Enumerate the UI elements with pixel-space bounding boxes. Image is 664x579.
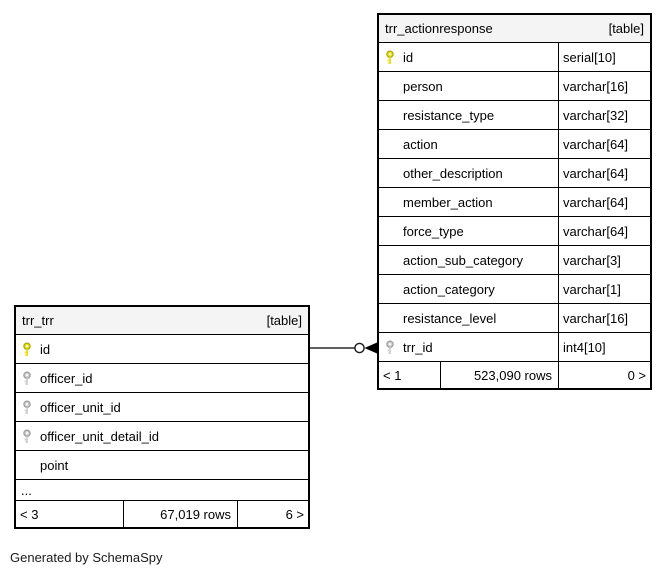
column-row-member-action: member_action varchar[64] bbox=[379, 188, 650, 217]
column-name: resistance_level bbox=[403, 310, 497, 326]
column-type: varchar[16] bbox=[558, 304, 650, 332]
column-row-trr-id: trr_id int4[10] bbox=[379, 333, 650, 362]
column-type: varchar[32] bbox=[558, 101, 650, 129]
table-name: trr_actionresponse bbox=[385, 21, 493, 36]
column-name: action bbox=[403, 136, 438, 152]
column-type: varchar[64] bbox=[558, 130, 650, 158]
column-row-officer-unit-id: officer_unit_id bbox=[16, 393, 308, 422]
column-name: action_category bbox=[403, 281, 495, 297]
table-header[interactable]: trr_trr [table] bbox=[16, 307, 308, 335]
column-row-action: action varchar[64] bbox=[379, 130, 650, 159]
column-type: varchar[64] bbox=[558, 188, 650, 216]
column-name: other_description bbox=[403, 165, 503, 181]
column-name: action_sub_category bbox=[403, 252, 523, 268]
column-row-action-category: action_category varchar[1] bbox=[379, 275, 650, 304]
ellipsis-label: ... bbox=[21, 482, 32, 498]
table-footer: < 3 67,019 rows 6 > bbox=[16, 501, 308, 527]
column-name: officer_id bbox=[40, 370, 93, 386]
column-name: person bbox=[403, 78, 443, 94]
table-node-trr-trr[interactable]: trr_trr [table] id officer_id bbox=[14, 305, 310, 529]
column-name: id bbox=[40, 341, 51, 357]
foreign-key-icon bbox=[16, 428, 40, 444]
column-name: officer_unit_id bbox=[40, 399, 121, 415]
child-count: 6 > bbox=[237, 501, 308, 527]
table-header[interactable]: trr_actionresponse [table] bbox=[379, 15, 650, 43]
column-type: varchar[64] bbox=[558, 159, 650, 187]
column-type: varchar[16] bbox=[558, 72, 650, 100]
foreign-key-icon bbox=[16, 399, 40, 415]
column-type: varchar[64] bbox=[558, 217, 650, 245]
column-type: varchar[3] bbox=[558, 246, 650, 274]
child-count: 0 > bbox=[558, 362, 650, 388]
column-type: varchar[1] bbox=[558, 275, 650, 303]
column-row-id: id bbox=[16, 335, 308, 364]
table-type-badge: [table] bbox=[608, 21, 644, 36]
column-name: member_action bbox=[403, 194, 493, 210]
columns-truncated-row: ... bbox=[16, 480, 308, 501]
column-row-other-description: other_description varchar[64] bbox=[379, 159, 650, 188]
column-row-point: point bbox=[16, 451, 308, 480]
column-row-action-sub-category: action_sub_category varchar[3] bbox=[379, 246, 650, 275]
column-name: force_type bbox=[403, 223, 464, 239]
column-row-resistance-level: resistance_level varchar[16] bbox=[379, 304, 650, 333]
primary-key-icon bbox=[379, 49, 403, 65]
parent-count: < 3 bbox=[20, 506, 39, 522]
table-footer: < 1 523,090 rows 0 > bbox=[379, 362, 650, 388]
column-row-officer-id: officer_id bbox=[16, 364, 308, 393]
generated-by-caption: Generated by SchemaSpy bbox=[10, 550, 163, 565]
column-name: point bbox=[40, 457, 69, 473]
row-count: 523,090 rows bbox=[440, 362, 558, 388]
column-row-force-type: force_type varchar[64] bbox=[379, 217, 650, 246]
column-row-person: person varchar[16] bbox=[379, 72, 650, 101]
row-count: 67,019 rows bbox=[123, 501, 237, 527]
column-type: int4[10] bbox=[558, 333, 650, 361]
column-row-id: id serial[10] bbox=[379, 43, 650, 72]
column-row-officer-unit-detail-id: officer_unit_detail_id bbox=[16, 422, 308, 451]
column-name: id bbox=[403, 49, 414, 65]
column-name: trr_id bbox=[403, 339, 433, 355]
zero-or-one-circle-marker bbox=[354, 342, 365, 354]
column-row-resistance-type: resistance_type varchar[32] bbox=[379, 101, 650, 130]
parent-count: < 1 bbox=[383, 367, 402, 383]
table-name: trr_trr bbox=[22, 313, 54, 328]
table-node-trr-actionresponse[interactable]: trr_actionresponse [table] id serial[10]… bbox=[377, 13, 652, 390]
arrowhead-marker bbox=[364, 342, 377, 354]
table-type-badge: [table] bbox=[266, 313, 302, 328]
column-name: officer_unit_detail_id bbox=[40, 428, 160, 444]
column-name: resistance_type bbox=[403, 107, 495, 123]
foreign-key-icon bbox=[16, 370, 40, 386]
column-type: serial[10] bbox=[558, 43, 650, 71]
foreign-key-icon bbox=[379, 339, 403, 355]
primary-key-icon bbox=[16, 341, 40, 357]
